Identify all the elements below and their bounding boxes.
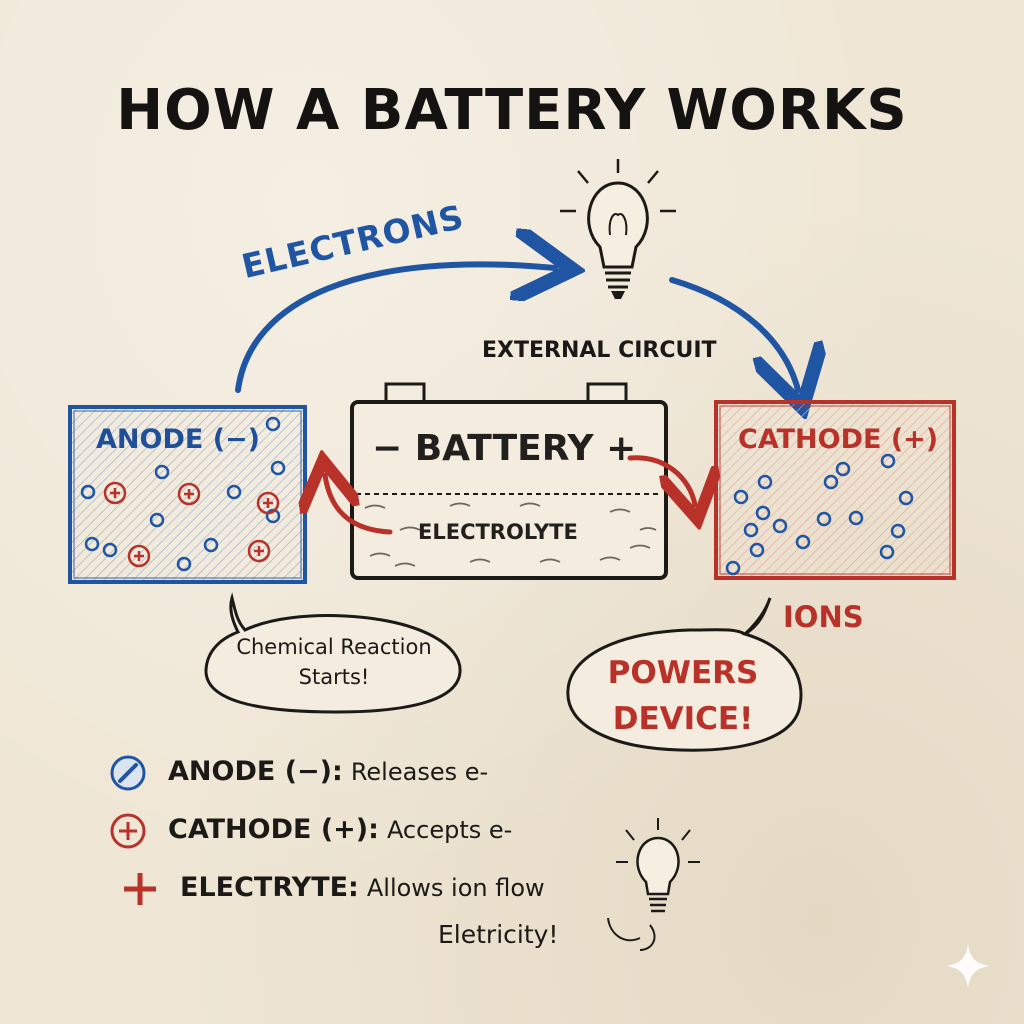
ion-arrow-right <box>627 455 695 505</box>
bubble-left-line-1: Chemical Reaction <box>236 635 432 659</box>
speech-bubble-left-text: Chemical Reaction Starts! <box>212 632 456 692</box>
electron-particle <box>80 484 96 500</box>
plus-icon <box>124 873 156 905</box>
electron-particle <box>757 474 773 490</box>
positive-ion <box>177 482 201 506</box>
legend-term: ANODE (−): <box>168 756 343 787</box>
speech-bubble-right-text: POWERS DEVICE! <box>572 650 794 742</box>
legend-item-electrolyte: ELECTRYTE:Allows ion flow <box>180 872 545 903</box>
ion-arrow-left <box>325 475 393 535</box>
cycle-arrow <box>607 917 656 951</box>
electron-particle <box>154 464 170 480</box>
page-title: HOW A BATTERY WORKS <box>116 78 908 143</box>
electron-particle <box>203 537 219 553</box>
electron-particle <box>176 556 192 572</box>
legend-term: ELECTRYTE: <box>180 872 359 903</box>
legend-desc: Allows ion flow <box>366 874 545 902</box>
external-circuit-label: EXTERNAL CIRCUIT <box>482 338 717 363</box>
anode-label: ANODE (−) <box>96 424 261 455</box>
electron-particle <box>848 510 864 526</box>
electron-particle <box>270 460 286 476</box>
lightbulb-icon <box>560 159 676 299</box>
electron-particle <box>755 505 771 521</box>
ions-label: IONS <box>783 600 864 634</box>
electron-particle <box>823 474 839 490</box>
positive-ion <box>127 544 151 568</box>
electron-particle <box>749 542 765 558</box>
electron-particle <box>743 522 759 538</box>
cathode-label: CATHODE (+) <box>738 424 939 455</box>
electron-particle <box>890 523 906 539</box>
battery-label: − BATTERY + <box>372 428 637 469</box>
electron-particle <box>725 560 741 576</box>
bubble-left-line-2: Starts! <box>298 665 370 689</box>
electron-particle <box>880 453 896 469</box>
positive-ion <box>256 491 280 515</box>
electron-particle <box>772 518 788 534</box>
speech-bubble-left <box>204 592 462 714</box>
electron-particle <box>265 416 281 432</box>
bubble-right-line-1: POWERS <box>607 655 759 691</box>
plus-circle-icon <box>110 813 146 849</box>
legend-term: CATHODE (+): <box>168 814 379 845</box>
electron-particle <box>226 484 242 500</box>
electricity-label: Eletricity! <box>438 920 559 949</box>
legend-item-cathode: CATHODE (+):Accepts e- <box>168 814 512 845</box>
electron-particle <box>84 536 100 552</box>
circuit-arrow <box>669 277 798 390</box>
pencil-circle-icon <box>110 755 146 791</box>
electron-particle <box>835 461 851 477</box>
speech-bubble-right <box>566 597 803 752</box>
electron-particle <box>816 511 832 527</box>
positive-ion <box>247 539 271 563</box>
electron-particle <box>102 542 118 558</box>
electron-particle <box>879 544 895 560</box>
bubble-right-line-2: DEVICE! <box>612 701 754 737</box>
positive-ion <box>103 481 127 505</box>
legend-desc: Accepts e- <box>386 816 513 844</box>
electron-particle <box>265 508 281 524</box>
sparkle-icon <box>946 944 990 988</box>
legend-item-anode: ANODE (−):Releases e- <box>168 756 488 787</box>
legend-desc: Releases e- <box>350 758 489 786</box>
electrons-arrow <box>235 264 555 393</box>
small-lightbulb-icon <box>616 818 700 913</box>
electron-particle <box>795 534 811 550</box>
electron-particle <box>733 489 749 505</box>
electrolyte-label: ELECTROLYTE <box>418 520 578 544</box>
electron-particle <box>898 490 914 506</box>
electron-particle <box>149 512 165 528</box>
